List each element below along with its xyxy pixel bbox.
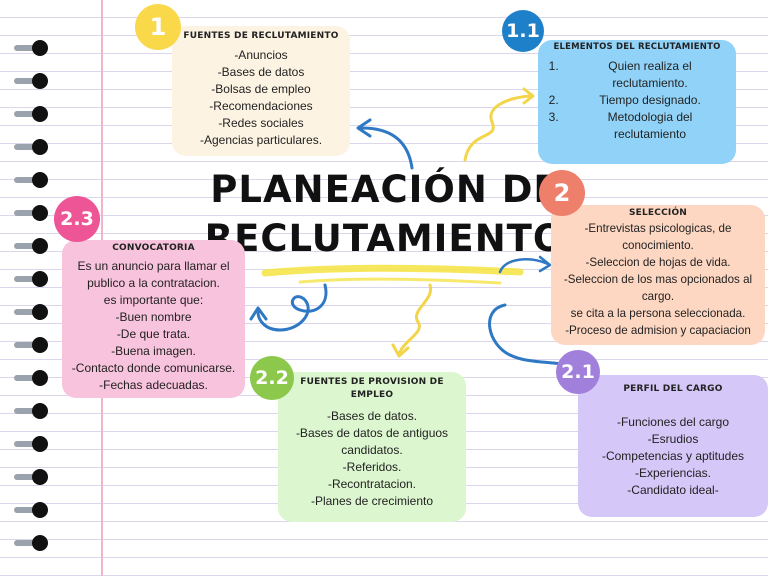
title-highlight [261, 264, 524, 277]
main-title: PLANEACIÓN DE RECLUTAMIENTO [150, 168, 620, 260]
node-perfil-cargo: PERFIL DEL CARGO -Funciones del cargo -Es… [578, 375, 768, 517]
node-item-list: Es un anuncio para llamar el publico a l… [64, 258, 243, 394]
title-line-1: PLANEACIÓN DE [210, 168, 560, 211]
binding-ring [14, 172, 48, 188]
node-heading: PERFIL DEL CARGO [623, 384, 723, 394]
node-item: -Planes de crecimiento [310, 494, 434, 508]
node-item: -Bases de datos de antiguos candidatos. [295, 426, 449, 457]
arrow-to-fuentes-provision [398, 283, 433, 354]
badge-2-1: 2.1 [556, 350, 600, 394]
binding-ring [14, 436, 48, 452]
node-item-list: -Funciones del cargo -Esrudios -Competenci… [578, 414, 768, 499]
node-fuentes-reclutamiento: FUENTES DE RECLUTAMIENTO -Anuncios -Bases… [172, 26, 350, 156]
node-item: -Buen nombre [115, 310, 192, 324]
node-heading: FUENTES DE RECLUTAMIENTO [183, 31, 339, 41]
binding-ring [14, 73, 48, 89]
node-item: -Funciones del cargo [616, 415, 730, 429]
badge-2-3: 2.3 [54, 196, 100, 242]
node-item: -Competencias y aptitudes [601, 449, 745, 463]
node-item: Metodologia del reclutamiento [562, 109, 728, 143]
node-item: -De que trata. [116, 327, 191, 341]
binding-ring [14, 238, 48, 254]
arrow-to-fuentes-reclutamiento [360, 126, 414, 170]
node-item-list: -Bases de datos. -Bases de datos de antig… [284, 408, 460, 510]
arrow-to-seleccion [498, 258, 550, 274]
node-heading: ELEMENTOS DEL RECLUTAMIENTO [553, 42, 721, 52]
arrow-to-elementos [463, 94, 532, 162]
badge-1: 1 [135, 4, 181, 50]
binding-ring [14, 139, 48, 155]
node-item: Tiempo designado. [562, 92, 728, 109]
binding-ring [14, 337, 48, 353]
binding-ring [14, 535, 48, 551]
badge-1-1: 1.1 [502, 10, 544, 52]
binding-ring [14, 403, 48, 419]
binding-ring [14, 40, 48, 56]
title-line-2: RECLUTAMIENTO [204, 217, 566, 260]
node-item: -Bases de datos. [326, 409, 418, 423]
node-heading: SELECCIÓN [628, 208, 688, 218]
node-item: -Fechas adecuadas. [99, 378, 208, 392]
node-item: -Redes sociales [218, 116, 304, 130]
binding-ring [14, 205, 48, 221]
node-item: -Contacto donde comunicarse. [71, 361, 236, 375]
node-fuentes-provision: FUENTES DE PROVISION DE EMPLEO -Bases de… [278, 372, 466, 522]
binding-ring [14, 502, 48, 518]
node-item: -Anuncios [234, 48, 288, 62]
node-item: se cita a la persona seleccionada. [570, 307, 746, 320]
node-item: Quien realiza el reclutamiento. [562, 58, 728, 92]
node-item: -Recontratacion. [327, 477, 417, 491]
node-item: -Experiencias. [634, 466, 712, 480]
arrow-to-convocatoria [256, 283, 328, 332]
node-item: es importante que: [103, 293, 204, 307]
node-item-list: -Entrevistas psicologicas, de conocimien… [553, 220, 763, 339]
binding-ring [14, 106, 48, 122]
binding-ring [14, 469, 48, 485]
node-heading: CONVOCATORIA [112, 243, 195, 253]
node-item-list: -Anuncios -Bases de datos -Bolsas de emple… [172, 47, 350, 149]
badge-2-2: 2.2 [250, 356, 294, 400]
node-item: -Recomendaciones [209, 99, 313, 113]
node-item: -Referidos. [342, 460, 402, 474]
node-elementos-reclutamiento: ELEMENTOS DEL RECLUTAMIENTO Quien realiz… [538, 40, 736, 164]
node-heading: FUENTES DE PROVISION DE EMPLEO [300, 377, 444, 400]
node-convocatoria: CONVOCATORIA Es un anuncio para llamar e… [62, 240, 245, 398]
node-item: -Bases de datos [217, 65, 305, 79]
node-item-list: Quien realiza el reclutamiento.Tiempo de… [546, 58, 728, 143]
node-item: -Entrevistas psicologicas, de conocimien… [584, 222, 732, 252]
badge-2: 2 [539, 170, 585, 216]
node-item: -Proceso de admision y capaciacion [565, 324, 751, 337]
node-item: -Agencias particulares. [199, 133, 323, 147]
node-item: -Bolsas de empleo [211, 82, 311, 96]
binding-ring [14, 271, 48, 287]
binding-ring [14, 370, 48, 386]
binding-ring [14, 304, 48, 320]
node-item: -Esrudios [647, 432, 699, 446]
node-item: -Buena imagen. [111, 344, 196, 358]
node-item: -Candidato ideal- [627, 483, 719, 497]
node-seleccion: SELECCIÓN -Entrevistas psicologicas, de … [551, 205, 765, 345]
node-item: -Seleccion de hojas de vida. [585, 256, 731, 269]
node-item: -Seleccion de los mas opcionados al carg… [563, 273, 753, 303]
node-item: Es un anuncio para llamar el publico a l… [77, 259, 230, 290]
